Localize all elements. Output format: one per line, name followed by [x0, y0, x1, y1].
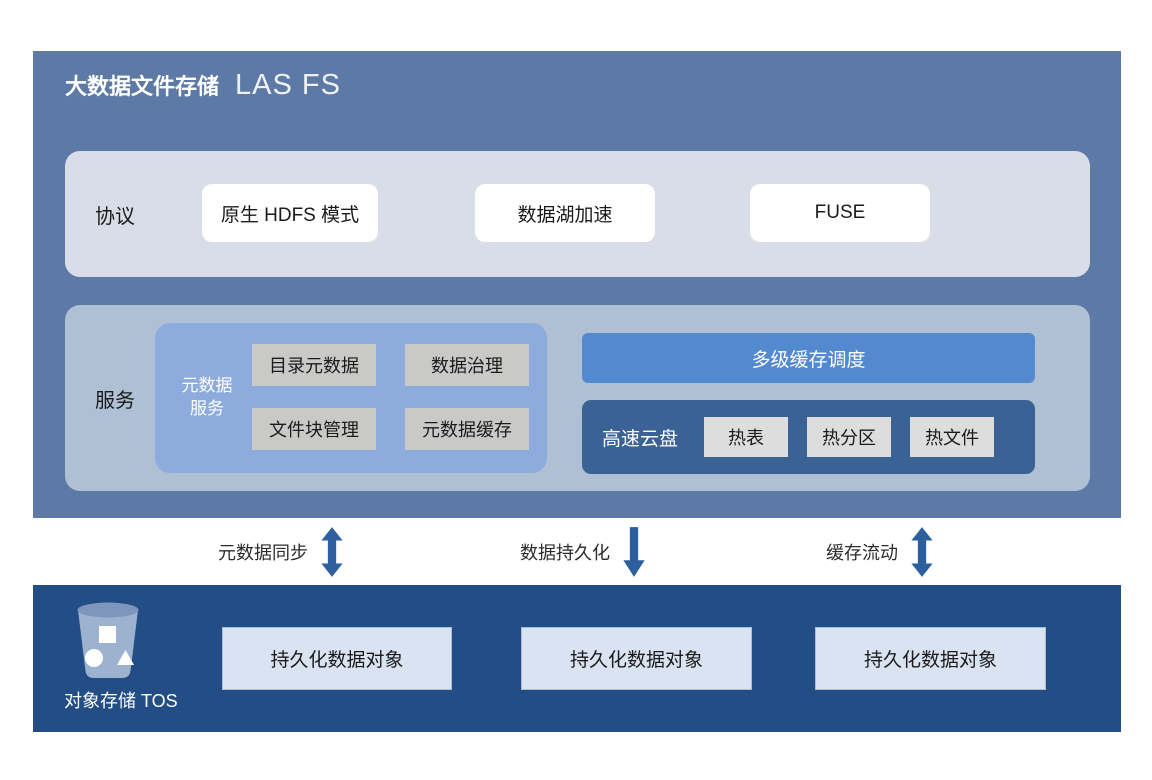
- hot-partition-chip: 热分区: [807, 417, 892, 457]
- title-en: LAS FS: [235, 69, 341, 101]
- up-down-arrow-icon: [320, 525, 344, 579]
- title-cn: 大数据文件存储: [65, 74, 220, 99]
- cache-scheduler-bar: 多级缓存调度: [582, 333, 1035, 383]
- protocol-label: 协议: [95, 205, 135, 228]
- flow-metadata-sync: 元数据同步: [218, 518, 344, 585]
- fast-cloud-disk-label: 高速云盘: [602, 428, 679, 450]
- tos-section: 对象存储 TOS 持久化数据对象 持久化数据对象 持久化数据对象: [33, 585, 1121, 732]
- metadata-service-items: 目录元数据 数据治理 文件块管理 元数据缓存: [252, 344, 529, 450]
- meta-item-data-governance: 数据治理: [405, 344, 529, 386]
- services-label: 服务: [95, 389, 135, 412]
- lasfs-section: 大数据文件存储 LAS FS 协议 原生 HDFS 模式 数据湖加速 FUSE …: [33, 51, 1121, 518]
- persistent-data-object-2: 持久化数据对象: [521, 627, 752, 690]
- hot-file-chip: 热文件: [910, 417, 995, 457]
- protocol-panel: 协议 原生 HDFS 模式 数据湖加速 FUSE: [65, 151, 1090, 277]
- up-down-arrow-icon: [910, 525, 934, 579]
- protocol-item-fuse: FUSE: [750, 184, 930, 242]
- metadata-service-box: 元数据 服务 目录元数据 数据治理 文件块管理 元数据缓存: [155, 323, 547, 473]
- persistent-data-object-1: 持久化数据对象: [222, 627, 452, 690]
- storage-bucket-icon: [72, 600, 144, 685]
- flow-cache-flow: 缓存流动: [826, 518, 934, 585]
- meta-item-file-block-mgmt: 文件块管理: [252, 408, 376, 450]
- flow-strip: 元数据同步 数据持久化 缓存流动: [0, 518, 1152, 585]
- metadata-service-label: 元数据 服务: [181, 376, 233, 418]
- down-arrow-icon: [622, 525, 646, 579]
- meta-item-metadata-cache: 元数据缓存: [405, 408, 529, 450]
- hot-table-chip: 热表: [704, 417, 789, 457]
- services-panel: 服务 元数据 服务 目录元数据 数据治理 文件块管理 元数据缓存 多级缓存调度 …: [65, 305, 1090, 491]
- meta-item-directory-metadata: 目录元数据: [252, 344, 376, 386]
- tos-label: 对象存储 TOS: [64, 691, 178, 711]
- flow-data-persistence: 数据持久化: [520, 518, 646, 585]
- section-header: 大数据文件存储 LAS FS: [65, 69, 341, 102]
- persistent-data-object-3: 持久化数据对象: [815, 627, 1046, 690]
- protocol-item-hdfs: 原生 HDFS 模式: [202, 184, 378, 242]
- protocol-item-datalake-accel: 数据湖加速: [475, 184, 655, 242]
- fast-cloud-disk-box: 高速云盘 热表 热分区 热文件: [582, 400, 1035, 474]
